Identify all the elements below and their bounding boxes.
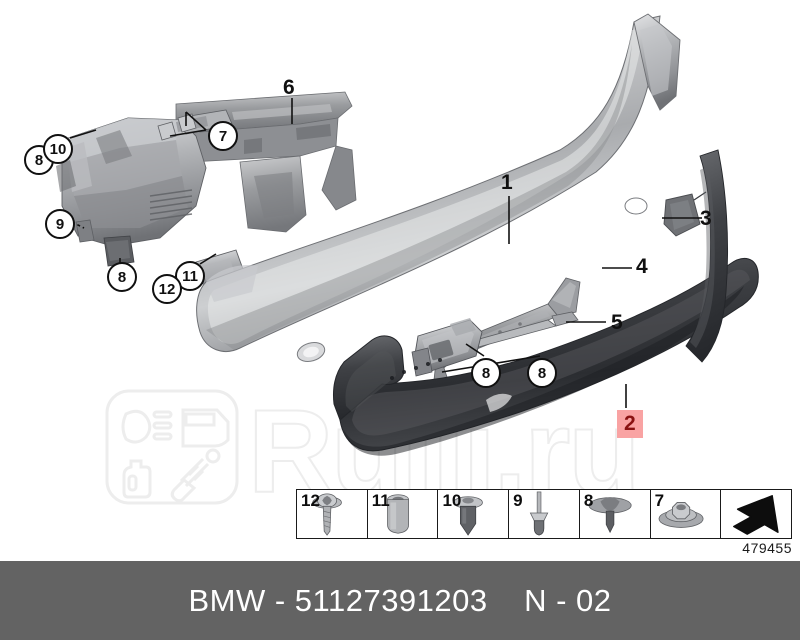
footer-bar: BMW - 51127391203 N - 02 xyxy=(0,561,800,640)
legend-cell-10[interactable]: 10 xyxy=(438,490,510,538)
legend-cell-7[interactable]: 7 xyxy=(651,490,722,538)
callout-4: 4 xyxy=(636,255,648,278)
push-in-clip-icon xyxy=(588,497,632,534)
part-8-left-bracket xyxy=(411,318,483,377)
legend-number: 12 xyxy=(301,491,320,510)
legend-cell-12[interactable]: 12 xyxy=(297,490,368,538)
part-side-trim-dark xyxy=(685,149,729,363)
part-2-lower-valance xyxy=(333,257,759,456)
hex-flange-nut-icon xyxy=(658,502,704,528)
callout-2: 2 xyxy=(617,410,643,438)
legend-number: 9 xyxy=(513,491,523,510)
callout-1: 1 xyxy=(501,171,513,194)
legend-number: 7 xyxy=(654,491,665,510)
legend-cell-9[interactable]: 9 xyxy=(509,490,580,538)
exploded-parts-illustration xyxy=(49,13,759,456)
watermark-icon-tile xyxy=(104,388,240,506)
footer-part-label: BMW - 51127391203 N - 02 xyxy=(188,582,612,618)
callout-8b: 8 xyxy=(107,262,137,292)
fastener-legend-table: 12 11 10 9 8 7 xyxy=(296,489,792,539)
callout-9: 9 xyxy=(45,209,75,239)
part-1-bumper-cover xyxy=(196,13,681,362)
part-3-tow-hook-cover xyxy=(663,191,707,237)
legend-number: 11 xyxy=(371,491,390,510)
diagram-canvas: Rulli.ru xyxy=(24,13,792,556)
callout-3: 3 xyxy=(700,207,712,230)
callout-12: 12 xyxy=(152,274,182,304)
legend-cell-8[interactable]: 8 xyxy=(580,490,651,538)
direction-arrow-icon xyxy=(733,495,779,535)
callout-6: 6 xyxy=(283,76,295,99)
expanding-rivet-icon xyxy=(453,496,484,536)
callout-5: 5 xyxy=(611,311,623,334)
torx-flange-screw-icon xyxy=(312,493,342,536)
legend-cell-direction[interactable] xyxy=(721,490,791,538)
callout-8c: 8 xyxy=(471,358,501,388)
sleeve-nut-icon xyxy=(386,494,409,534)
legend-number: 8 xyxy=(583,491,594,510)
legend-number: 10 xyxy=(442,491,462,510)
callout-10: 10 xyxy=(43,134,73,164)
callout-8d: 8 xyxy=(527,358,557,388)
part-left-bumper-bracket xyxy=(56,109,233,267)
drawing-reference-number: 479455 xyxy=(742,540,792,556)
legend-cell-11[interactable]: 11 xyxy=(368,490,439,538)
blind-rivet-icon xyxy=(529,491,549,536)
callout-7: 7 xyxy=(208,121,238,151)
